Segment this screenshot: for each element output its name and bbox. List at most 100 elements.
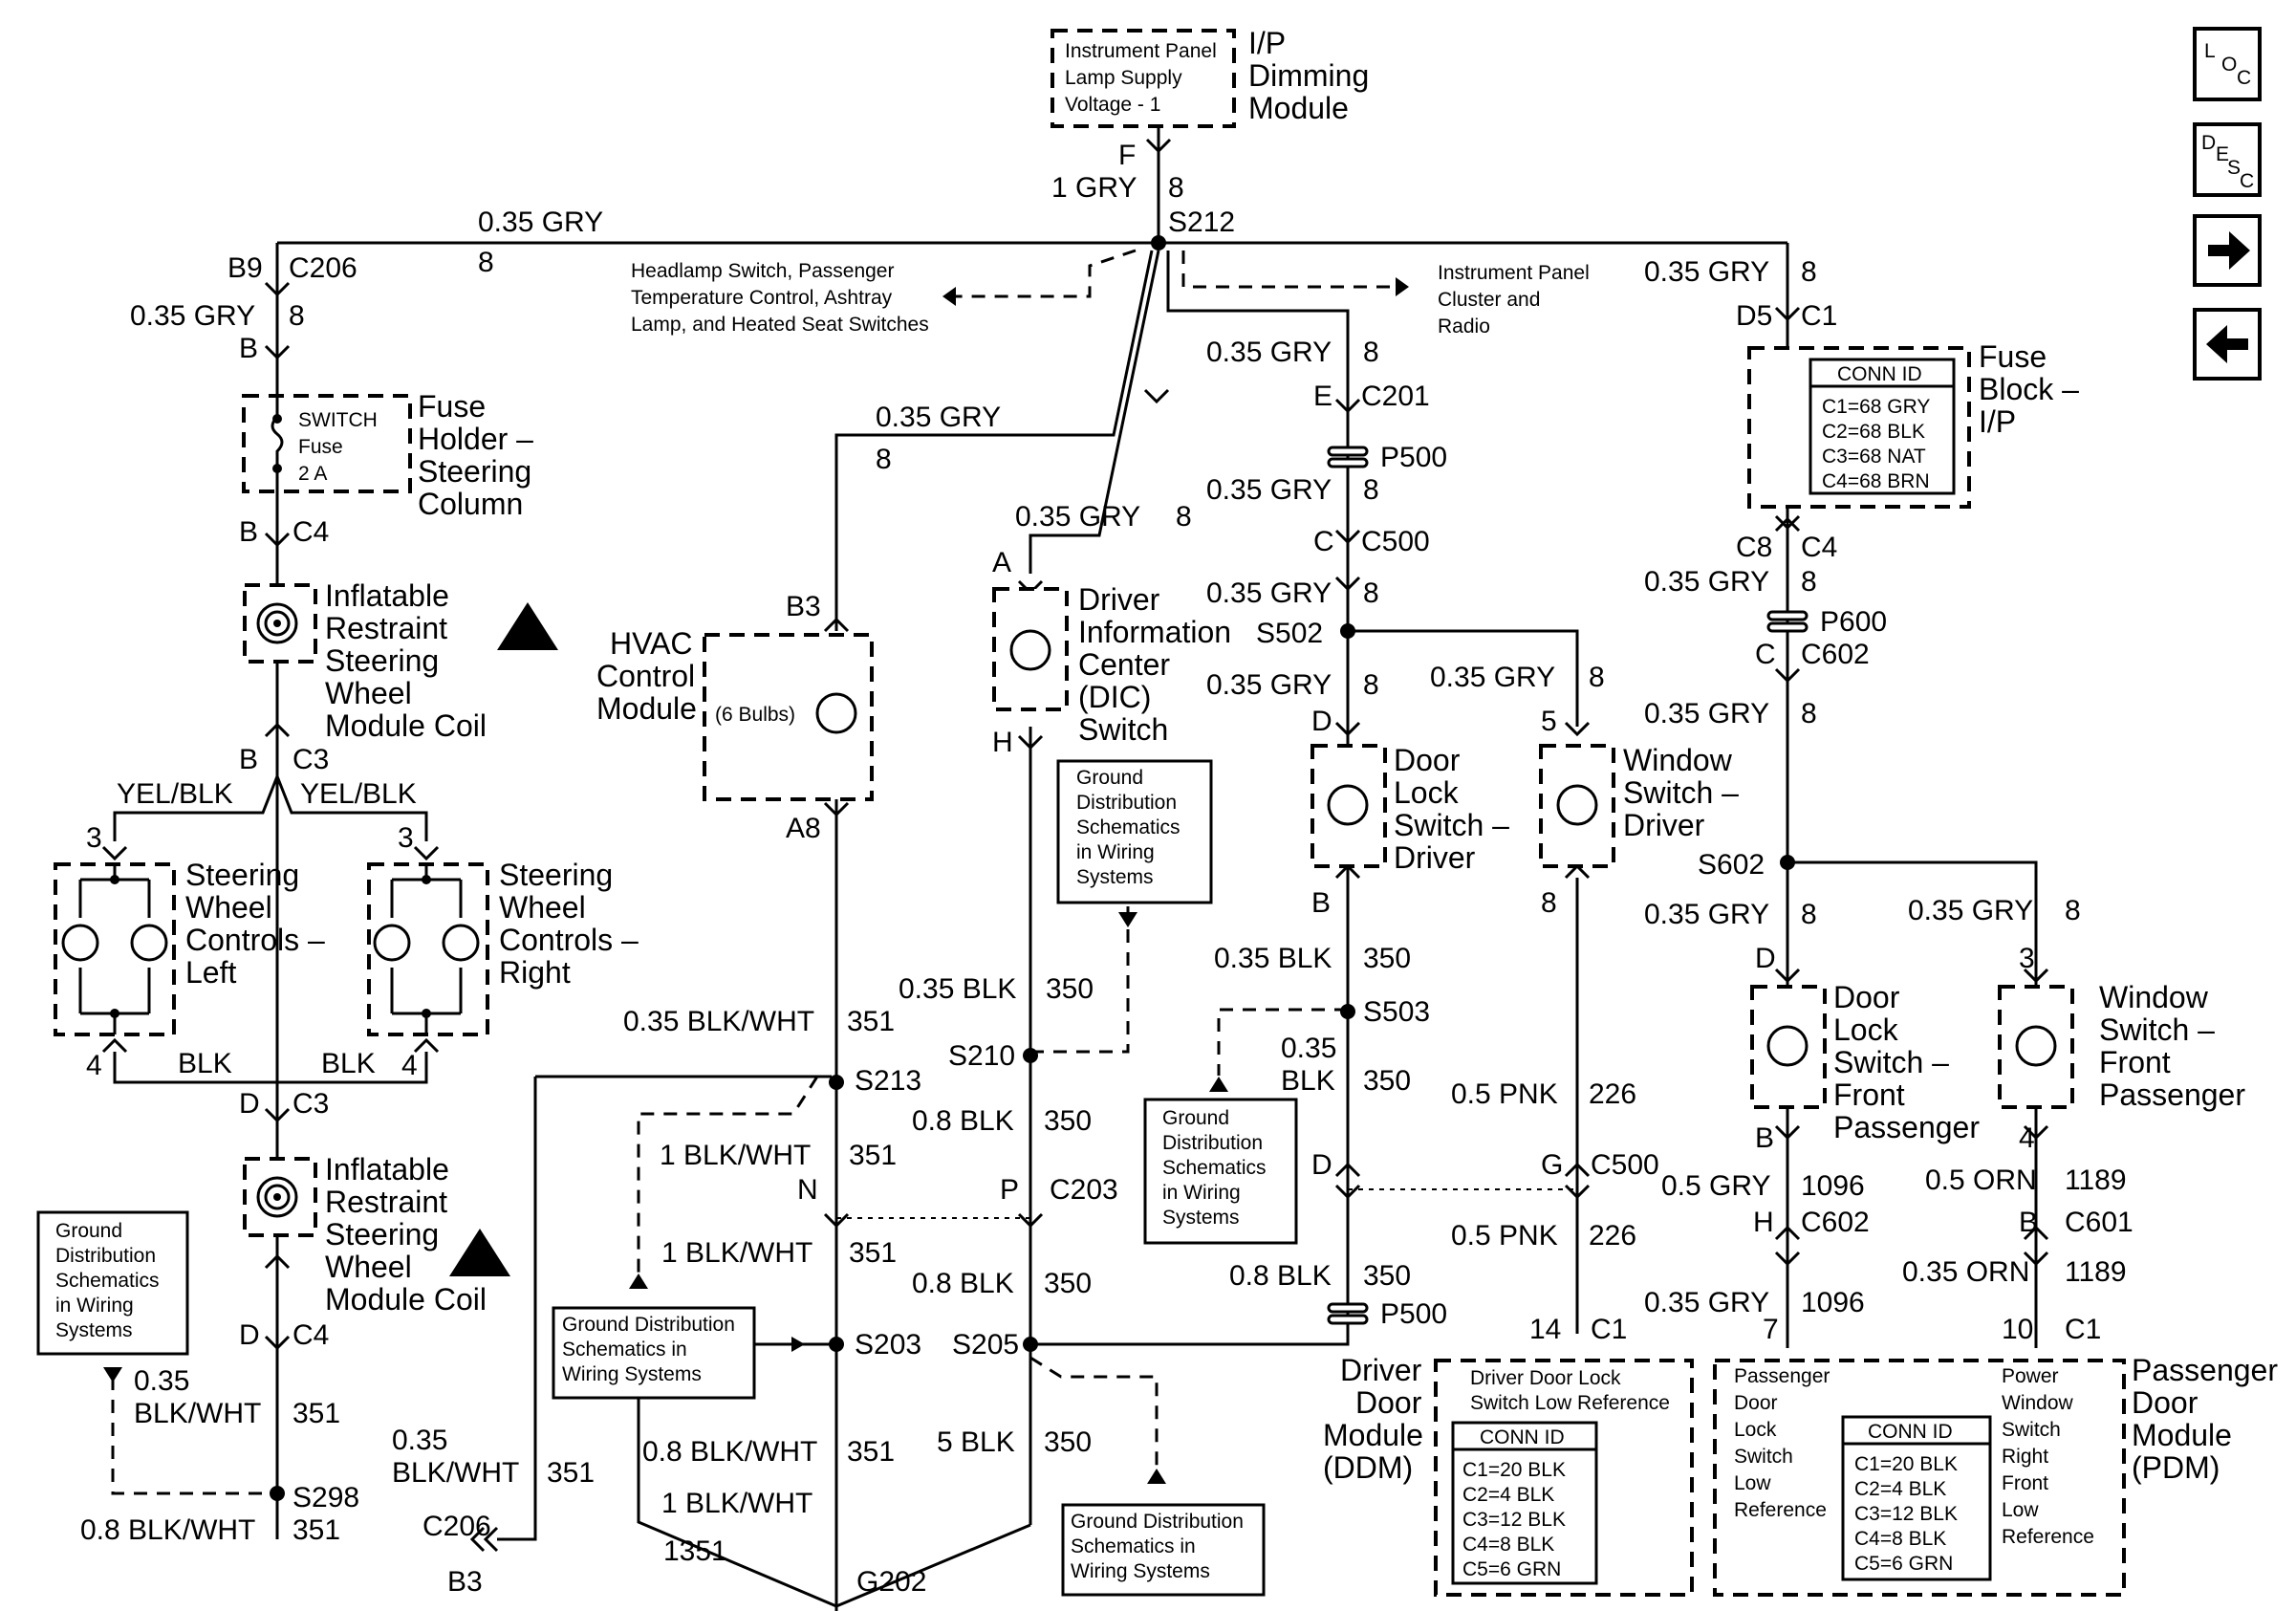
connector-label: C3 [292, 1088, 329, 1120]
wire-color-label: 0.8 BLK [1229, 1260, 1332, 1292]
coil-top-box [243, 583, 317, 664]
pin-label: 8 [1541, 887, 1557, 919]
wire-color-label: 0.8 BLK [912, 1105, 1014, 1137]
hvac-name-3: Module [596, 691, 697, 726]
connector-label: C4 [1801, 532, 1837, 563]
window-pass-name-4: Passenger [2099, 1078, 2245, 1112]
wire-color-label: 0.35 GRY [1206, 669, 1332, 701]
circuit-number: 350 [1363, 943, 1411, 974]
ground-ref-box-5[interactable] [1061, 1503, 1266, 1597]
pin-label: B [239, 333, 258, 364]
wire-color-label: YEL/BLK [300, 778, 417, 810]
circuit-number: 8 [1363, 474, 1379, 506]
forward-button[interactable] [2193, 214, 2262, 287]
circuit-number: 350 [1046, 973, 1094, 1005]
ip-dimming-module-box [1051, 29, 1236, 128]
door-lock-pass-name-4: Front [1833, 1078, 1905, 1112]
pin-label: D [1755, 943, 1776, 974]
ground-ref-3-line-3: Schematics [55, 1270, 160, 1292]
connector-label: C602 [1801, 639, 1870, 670]
wire-color-label: 0.5 PNK [1451, 1078, 1558, 1110]
hvac-name-1: HVAC [610, 626, 693, 661]
door-lock-pass-name-2: Lock [1833, 1012, 1899, 1047]
connector-label: C203 [1050, 1174, 1118, 1206]
circuit-number: 1096 [1801, 1170, 1865, 1202]
wire-color-label: 0.35 GRY [1644, 566, 1769, 598]
pin-label: B [239, 516, 258, 548]
desc-label: D [2201, 132, 2216, 154]
wire-color-label: 0.5 PNK [1451, 1220, 1558, 1252]
splice-label: S502 [1256, 618, 1323, 649]
pin-label: H [992, 727, 1013, 758]
back-button[interactable] [2193, 308, 2262, 381]
pin-label: 14 [1529, 1314, 1561, 1345]
wire-color-label: 0.35 BLK [1214, 943, 1332, 974]
circuit-number: 8 [1801, 698, 1817, 729]
circuit-number: 351 [547, 1457, 595, 1489]
wire-color-label: BLK [178, 1048, 232, 1079]
ground-ref-1-line-5: Systems [1076, 866, 1154, 888]
coil-bottom-name-5: Module Coil [325, 1282, 487, 1317]
fuse-block-conn-3: C2=68 BLK [1822, 421, 1925, 443]
coil-top-name-2: Restraint [325, 611, 447, 645]
circuit-number: 1351 [663, 1535, 727, 1567]
swc-left-name-1: Steering [185, 858, 299, 892]
pin-label: 4 [86, 1050, 102, 1081]
ground-ref-box-1[interactable] [1056, 759, 1213, 904]
wire-color-label: BLK/WHT [392, 1457, 519, 1489]
pin-label: 10 [2002, 1314, 2033, 1345]
pin-label: B [2019, 1207, 2038, 1238]
fuse-holder-box [242, 394, 412, 493]
swc-right-name-3: Controls – [499, 923, 639, 957]
pin-label: 7 [1763, 1314, 1779, 1345]
ip-dimming-name-3: Module [1248, 91, 1349, 125]
ground-ref-box-2[interactable] [1143, 1098, 1298, 1245]
circuit-number: 1189 [2065, 1165, 2127, 1196]
wire-color-label: 1 BLK/WHT [661, 1237, 812, 1269]
connector-label: P600 [1820, 606, 1887, 638]
pin-label: D [1311, 1149, 1332, 1181]
circuit-number: 351 [847, 1436, 895, 1468]
ddm-name-3: Module [1323, 1418, 1423, 1452]
circuit-number: 350 [1363, 1260, 1411, 1292]
ddm-name-1: Driver [1340, 1353, 1422, 1387]
connector-label: C500 [1591, 1149, 1659, 1181]
swc-right-switch-2-icon [442, 924, 480, 962]
ddm-conn-5: C4=8 BLK [1462, 1534, 1554, 1556]
circuit-number: 351 [847, 1006, 895, 1037]
ground-ref-3-line-4: in Wiring [55, 1295, 134, 1317]
pdm-conn-5: C4=8 BLK [1854, 1528, 1946, 1550]
connector-label: P500 [1380, 1298, 1447, 1330]
connector-label: C4 [292, 1319, 329, 1351]
pin-label: 4 [2019, 1122, 2035, 1154]
connector-label: C1 [1801, 300, 1837, 332]
swc-right-switch-1-icon [373, 924, 411, 962]
desc-button[interactable]: D E S C [2193, 122, 2262, 197]
pdm-right-3: Switch [2002, 1419, 2061, 1441]
loc-button[interactable]: L O C [2193, 27, 2262, 101]
ground-ref-box-3[interactable] [36, 1210, 189, 1356]
coil-top-name-3: Steering [325, 643, 439, 678]
dic-name-5: Switch [1078, 712, 1168, 747]
wire-color-label: BLK [321, 1048, 376, 1079]
splice-label: S602 [1698, 849, 1765, 881]
wire-color-label: 0.35 GRY [1644, 1287, 1769, 1318]
wire-color-label: 0.35 GRY [1015, 501, 1140, 533]
arrow-left-icon [2206, 325, 2248, 363]
pin-label: A8 [786, 813, 821, 844]
wire-color-label: 0.5 GRY [1661, 1170, 1771, 1202]
airbag-warning-icon-2 [449, 1229, 510, 1276]
circuit-number: 8 [478, 247, 494, 278]
door-lock-pass-box [1750, 985, 1827, 1109]
ground-ref-1-line-1: Ground [1076, 767, 1143, 789]
pdm-conn-4: C3=12 BLK [1854, 1503, 1958, 1525]
coil-top-name-1: Inflatable [325, 578, 449, 613]
wire-color-label: 1 BLK/WHT [660, 1140, 811, 1171]
fuse-holder-name-2: Holder – [418, 422, 533, 456]
ground-ref-box-4[interactable] [552, 1306, 756, 1400]
pin-label: D [1311, 706, 1332, 737]
connector-label: C206 [289, 252, 357, 284]
wire-color-label: 0.35 GRY [1430, 662, 1555, 693]
connector-label: C601 [2065, 1207, 2134, 1238]
dic-switch-icon [1009, 629, 1051, 671]
